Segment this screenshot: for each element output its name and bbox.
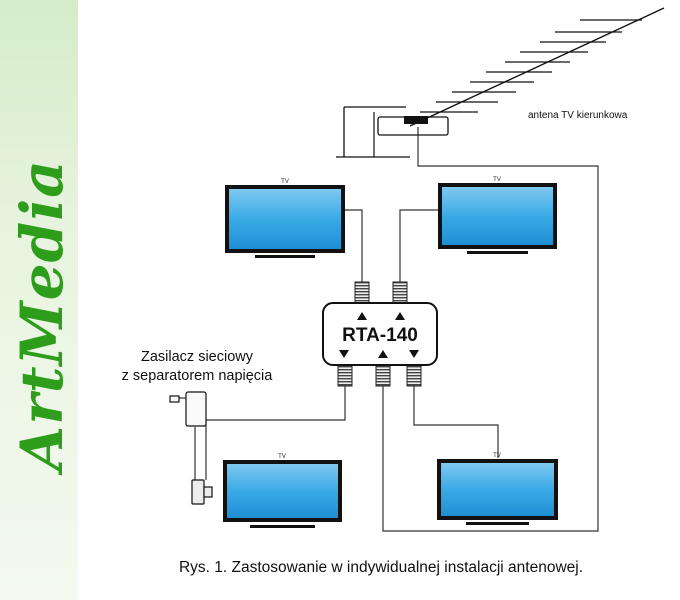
- cable-tv-top-right: [399, 209, 440, 282]
- coax-cables: [178, 127, 599, 532]
- cable-tv-bottom-left-power: [205, 378, 346, 480]
- antenna-label: antena TV kierunkowa: [528, 110, 628, 121]
- tv-top-right: [438, 183, 557, 254]
- directional-antenna: [336, 7, 665, 158]
- brand-sidebar: ArtMedia: [0, 0, 78, 600]
- power-supply-label-2: z separatorem napięcia: [122, 368, 274, 384]
- antenna-cable: [382, 127, 599, 532]
- power-supply-label-1: Zasilacz sieciowy: [141, 349, 254, 365]
- tv-label: TV: [493, 177, 501, 183]
- tv-bottom-left: [223, 460, 342, 528]
- tv-bottom-right: [437, 459, 558, 525]
- cable-tv-bottom-right: [413, 378, 499, 458]
- power-supply: [169, 391, 213, 505]
- cable-tv-top-left: [345, 209, 363, 282]
- tv-label: TV: [281, 179, 289, 185]
- figure-caption: Rys. 1. Zastosowanie w indywidualnej ins…: [179, 559, 583, 576]
- tv-label: TV: [278, 454, 286, 460]
- splitter-model: RTA-140: [342, 325, 418, 346]
- tv-top-left: [225, 185, 345, 258]
- tv-label: TV: [493, 453, 501, 459]
- splitter-rta-140: [322, 281, 438, 387]
